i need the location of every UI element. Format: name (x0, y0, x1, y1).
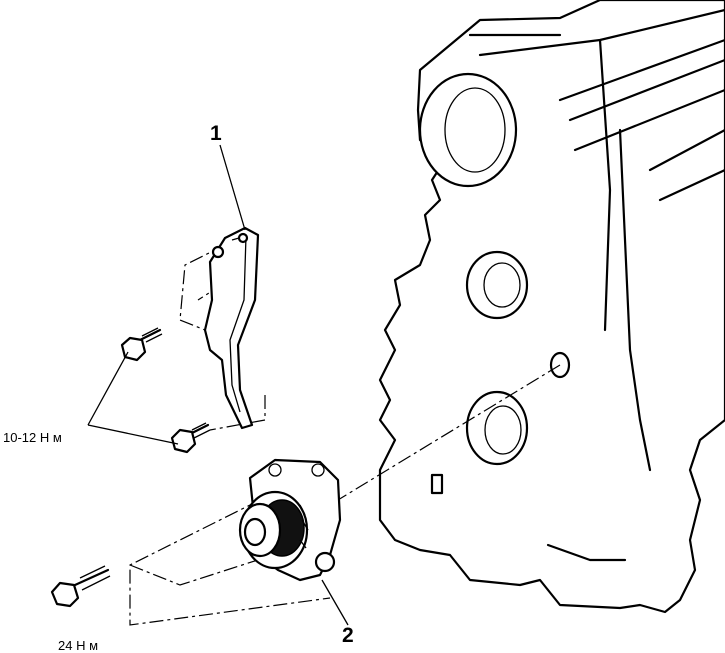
bracket-bolt-upper (120, 327, 163, 362)
water-pump-part-2 (238, 458, 342, 582)
bracket-part-1 (203, 226, 260, 430)
callout-1-label: 1 (210, 122, 222, 145)
torque-label-pump-bolt: 24 Н м (58, 638, 98, 653)
leader-lines (87, 144, 349, 626)
pump-bolt (50, 565, 111, 608)
torque-label-bracket-bolts: 10-12 Н м (3, 430, 62, 445)
callout-2-label: 2 (342, 624, 354, 647)
bracket-bolt-lower (170, 422, 211, 454)
engine-block (378, 0, 725, 614)
